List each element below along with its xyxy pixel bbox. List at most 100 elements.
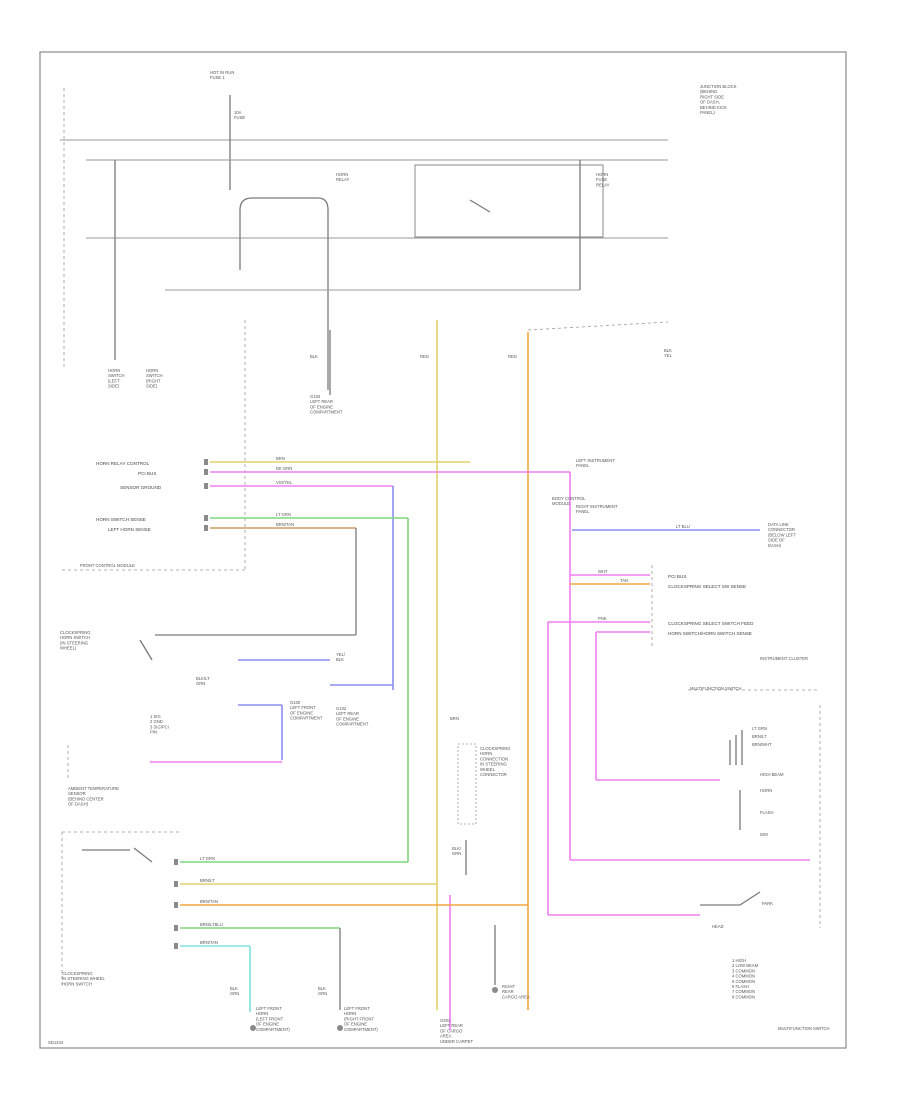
center-gnd-dot: [492, 987, 498, 993]
mf-row-1: HIGH BEAM: [760, 772, 784, 777]
ic-row-2: CLOCKSPRING SELECT SW SENSE: [668, 584, 746, 589]
mf-row-3: FLASH: [760, 810, 774, 815]
ic-wire-4: PNK: [598, 616, 607, 621]
mf-row-4: DIM: [760, 832, 768, 837]
ll-switch-blade: [133, 847, 153, 863]
ic-wire-3: LT BLU: [676, 524, 690, 529]
mf-switch-blade: [739, 891, 761, 906]
wire-1-label: BRN: [276, 456, 285, 461]
ll-wire-1: LT GRN: [200, 856, 215, 861]
ic-row-1: PCI BUS: [668, 574, 686, 579]
pin-3: [204, 483, 208, 489]
ic-row-4: HORN SWITCH/HORN SWITCH SENSE: [668, 631, 752, 636]
wire-5-label: BRN/TAN: [276, 522, 294, 527]
junction-block-section: [60, 88, 668, 570]
page-code: SD1234: [48, 1040, 64, 1045]
pcm-row-4: HORN SWITCH SENSE: [96, 517, 146, 522]
diagram-frame: [39, 51, 847, 1049]
pcm-row-2: PCI BUS: [138, 471, 156, 476]
stub-label-1: BLK: [310, 354, 318, 359]
multifunction-switch: [548, 689, 821, 928]
horn-right-gnd: [337, 1025, 343, 1031]
ll-wire-3: BRN/TAN: [200, 899, 218, 904]
center-box: [457, 743, 477, 825]
ic-row-3: CLOCKSPRING SELECT SWITCH FEED: [668, 621, 754, 626]
footer-right: MULTIFUNCTION SWITCH: [778, 1026, 830, 1031]
mf-top-title: MULTIFUNCTION SWITCH: [690, 686, 742, 691]
top-right-dash: [527, 321, 669, 331]
ic-title: INSTRUMENT CLUSTER: [760, 656, 808, 661]
front-control-module: [62, 461, 570, 862]
pin-5: [204, 525, 208, 531]
pin-ll-3: [174, 902, 178, 908]
stub-label-2: RED: [420, 354, 429, 359]
mf-wire-2: BRN/LT: [752, 734, 767, 739]
relay-right-box: [414, 164, 604, 238]
pcm-row-1: HORN RELAY CONTROL: [96, 461, 150, 466]
pin-4: [204, 515, 208, 521]
instrument-cluster-section: [547, 472, 760, 915]
pcm-row-3: SENSOR GROUND: [120, 485, 162, 490]
pcm-row-5: LEFT HORN SENSE: [108, 527, 151, 532]
pin-ll-5: [174, 943, 178, 949]
left-middle-section: [67, 634, 393, 778]
ic-wire-1: WHT: [598, 569, 608, 574]
top-stubs: [329, 320, 669, 1010]
pin-1: [204, 459, 208, 465]
mf-bottom-title: HEAD: [712, 924, 724, 929]
pin-ll-4: [174, 925, 178, 931]
stub-label-3: RED: [508, 354, 517, 359]
mf-wire-1: LT GRN: [752, 726, 767, 731]
center-clockspring-section: [449, 743, 496, 1030]
sensor-yel-label: YEL/BLK: [336, 652, 346, 662]
ll-wire-2: BRN/LT: [200, 878, 215, 883]
wire-4-label: LT GRN: [276, 512, 291, 517]
ll-wire-5: BRN/TAN: [200, 940, 218, 945]
mf-row-5: PARK: [762, 901, 773, 906]
gnd-bot-mid: BLK/GRN: [452, 846, 462, 856]
relay-right-switch: [469, 199, 491, 213]
horn-left-gnd: [250, 1025, 256, 1031]
lower-left-switch: [61, 831, 528, 1012]
mf-wire-3: BRN/WHT: [752, 742, 772, 747]
ic-wire-2: TAN: [620, 578, 628, 583]
pcm-title: FRONT CONTROL MODULE: [80, 563, 135, 568]
mf-row-2: HORN: [760, 788, 772, 793]
wire-3-label: VIO/YEL: [276, 480, 293, 485]
pin-ll-2: [174, 881, 178, 887]
pin-ll-1: [174, 859, 178, 865]
pin-2: [204, 469, 208, 475]
ll-wire-4: BRN/LTBLU: [200, 922, 223, 927]
wire-2-label: DK GRN: [276, 466, 292, 471]
connector-ticks: [174, 459, 498, 1031]
